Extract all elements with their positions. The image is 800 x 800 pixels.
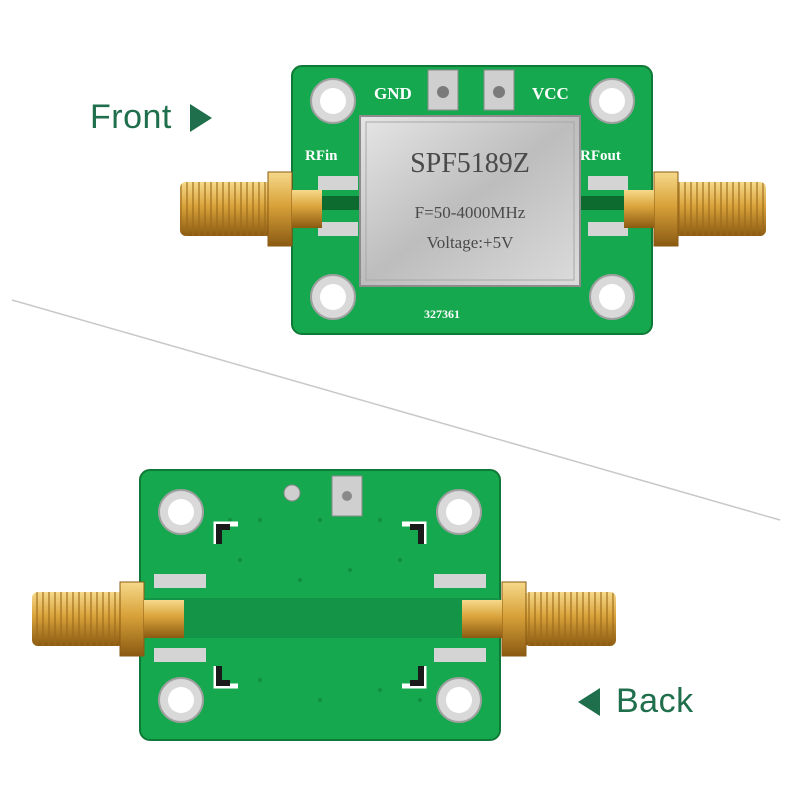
chip-part-label: SPF5189Z xyxy=(410,148,530,179)
rfin-label: RFin xyxy=(305,148,338,164)
sma-connector xyxy=(462,581,616,657)
back-board xyxy=(32,469,616,741)
sma-connector xyxy=(32,581,184,657)
arrow-left-icon xyxy=(578,687,600,716)
mount-hole xyxy=(436,677,482,723)
divider-line xyxy=(11,299,781,521)
mount-hole xyxy=(436,489,482,535)
mount-hole xyxy=(158,677,204,723)
mount-hole xyxy=(589,274,635,320)
front-callout: Front xyxy=(90,98,212,137)
gnd-label: GND xyxy=(374,84,412,103)
mount-hole xyxy=(310,274,356,320)
back-label: Back xyxy=(616,682,694,720)
back-callout: Back xyxy=(578,682,694,721)
sma-connector xyxy=(624,171,766,247)
rfout-label: RFout xyxy=(580,148,621,164)
mount-hole xyxy=(158,489,204,535)
chip-freq-label: F=50-4000MHz xyxy=(415,203,526,222)
shield-can: SPF5189Z F=50-4000MHz Voltage:+5V xyxy=(359,115,581,287)
mount-hole xyxy=(589,78,635,124)
arrow-right-icon xyxy=(189,103,212,132)
front-label: Front xyxy=(90,98,172,136)
vcc-label: VCC xyxy=(532,84,569,103)
mount-hole xyxy=(310,78,356,124)
front-board: GND VCC RFin RFout 327361 SPF5189Z F=50-… xyxy=(180,65,766,335)
chip-voltage-label: Voltage:+5V xyxy=(427,233,514,252)
serial-label: 327361 xyxy=(424,307,460,321)
sma-connector xyxy=(180,171,322,247)
